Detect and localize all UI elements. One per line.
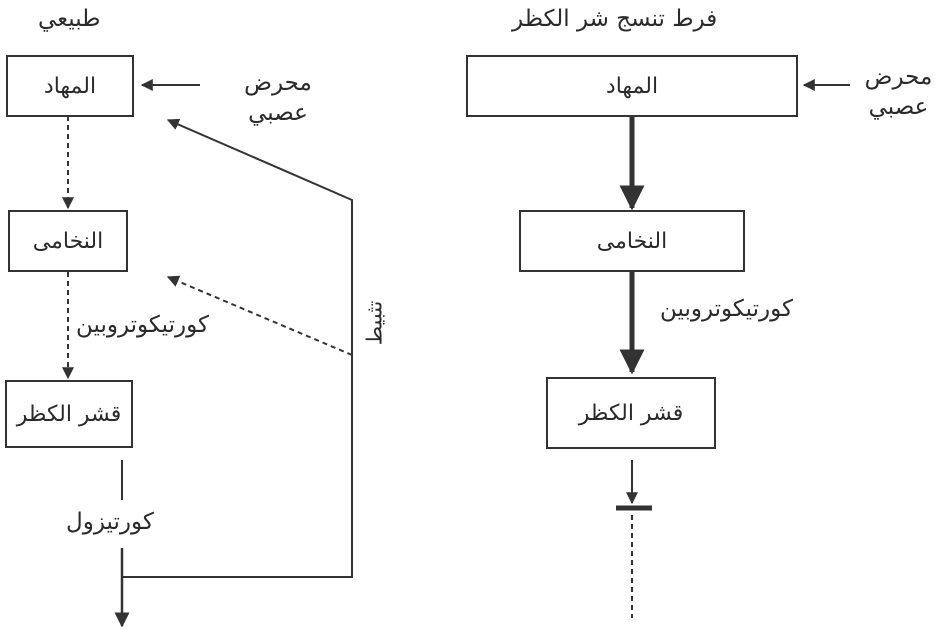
- right-stimulus-line-2: عصبي: [868, 94, 929, 120]
- left-hypothalamus-label: المهاد: [43, 73, 97, 99]
- right-stimulus-line-1: محرض: [864, 64, 933, 90]
- left-stimulus-label: محرض عصبي: [228, 68, 328, 128]
- right-stimulus-label: محرض عصبي: [852, 62, 945, 122]
- left-adrenal-cortex-box: قشر الكظر: [5, 380, 133, 448]
- left-feedback-label: تثبيط: [362, 300, 387, 346]
- left-panel-title: طبيعي: [38, 6, 101, 32]
- right-adrenal-cortex-label: قشر الكظر: [578, 400, 684, 426]
- right-adrenal-cortex-box: قشر الكظر: [546, 377, 716, 449]
- left-pituitary-box: النخامى: [8, 210, 128, 272]
- left-pituitary-label: النخامى: [32, 228, 104, 254]
- left-feedback-to-pituitary-arrow: [166, 275, 353, 356]
- left-hypothalamus-box: المهاد: [6, 55, 134, 117]
- left-cortisol-label: كورتيزول: [66, 509, 154, 535]
- right-panel-title: فرط تنسج شر الكظر: [512, 6, 718, 32]
- left-adrenal-cortex-label: قشر الكظر: [16, 401, 122, 427]
- right-hypothalamus-label: المهاد: [605, 73, 659, 99]
- right-pituitary-box: النخامى: [519, 210, 745, 272]
- left-feedback-loop: [122, 118, 353, 578]
- right-pituitary-label: النخامى: [596, 228, 668, 254]
- left-hormone-label: كورتيكوتروبين: [76, 312, 209, 338]
- right-hormone-label: كورتيكوتروبين: [660, 296, 793, 322]
- left-stimulus-line-1: محرض: [244, 70, 312, 96]
- left-stimulus-line-2: عصبي: [248, 100, 308, 126]
- right-hypothalamus-box: المهاد: [466, 55, 798, 117]
